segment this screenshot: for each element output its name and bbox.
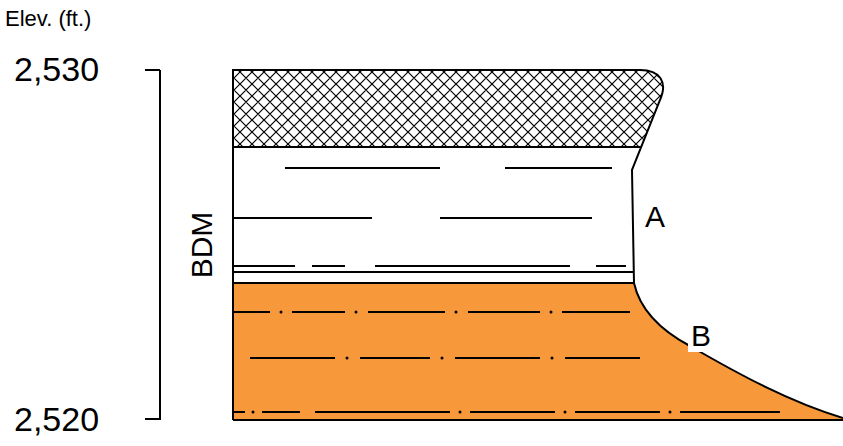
elevation-value: 2,530 xyxy=(14,52,99,86)
point-label: A xyxy=(645,202,665,232)
point-label: B xyxy=(688,320,714,352)
axis-title: Elev. (ft.) xyxy=(5,8,91,30)
elevation-value: 2,520 xyxy=(14,402,99,436)
strata xyxy=(233,70,843,423)
unit-label: BDM xyxy=(187,212,217,279)
elevation-axis xyxy=(145,70,160,420)
ground-profile xyxy=(233,70,843,420)
